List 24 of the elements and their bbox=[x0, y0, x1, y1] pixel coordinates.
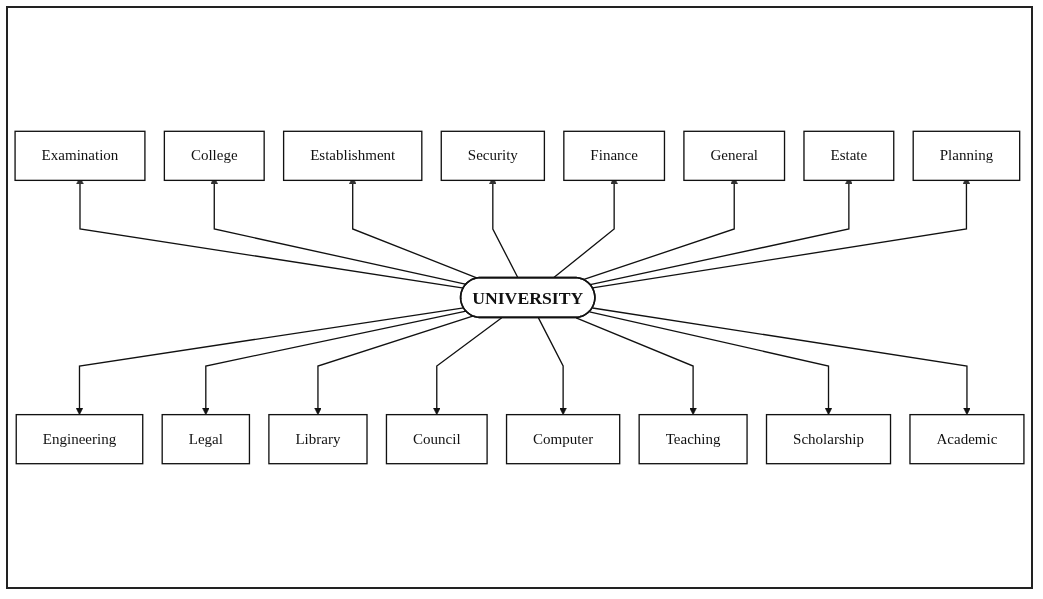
node-box bbox=[161, 413, 251, 465]
arrow bbox=[575, 317, 697, 415]
node-box bbox=[440, 130, 546, 182]
node-box bbox=[14, 130, 146, 182]
arrow bbox=[537, 317, 567, 415]
arrow bbox=[314, 315, 474, 415]
node-box bbox=[683, 130, 786, 182]
node-box bbox=[268, 413, 368, 465]
arrow bbox=[75, 307, 465, 415]
node-box bbox=[803, 130, 895, 182]
node-box bbox=[505, 413, 621, 465]
arrow bbox=[591, 307, 971, 415]
node-box bbox=[563, 130, 666, 182]
node-box bbox=[163, 130, 265, 182]
diagram-frame: UNIVERSITY Examination College Establishment Security Finance General Estate Planning Engineering Legal Library Council Computer Teaching Scholarship Academic bbox=[6, 6, 1033, 589]
node-box bbox=[15, 413, 144, 465]
node-box bbox=[282, 130, 423, 182]
arrow bbox=[201, 310, 467, 415]
node-box bbox=[385, 413, 488, 465]
node-box bbox=[638, 413, 748, 465]
node-box bbox=[765, 413, 892, 465]
node-box bbox=[909, 413, 1025, 465]
arrow bbox=[432, 317, 503, 415]
node-box bbox=[912, 130, 1021, 182]
